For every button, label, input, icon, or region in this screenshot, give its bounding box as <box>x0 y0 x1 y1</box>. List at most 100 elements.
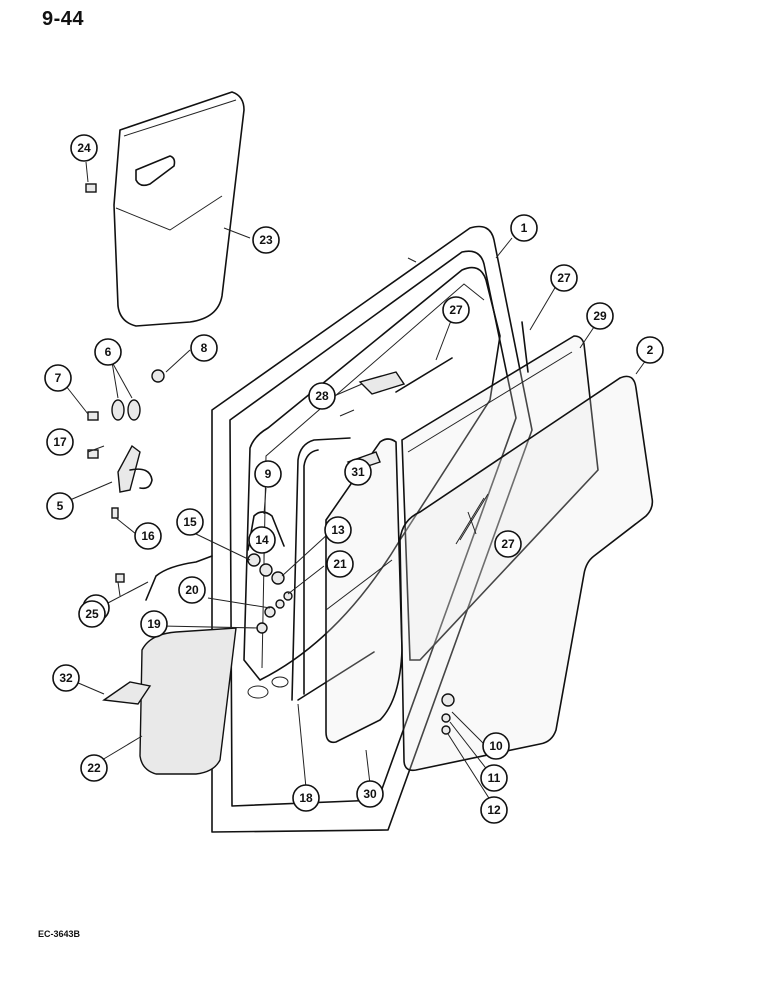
callout-label: 32 <box>59 671 73 685</box>
callout-circle <box>140 610 168 638</box>
callout-27: 27 <box>494 530 522 558</box>
callout-circle <box>176 508 204 536</box>
callout-24: 24 <box>70 134 98 162</box>
callout-label: 15 <box>183 515 197 529</box>
callout-label: 1 <box>521 221 528 235</box>
callout-14: 14 <box>248 526 276 554</box>
part-strip-upper <box>521 321 529 373</box>
callout-22: 22 <box>80 754 108 782</box>
callout-label: 9 <box>265 467 272 481</box>
callout-label: 23 <box>259 233 273 247</box>
callout-2: 2 <box>636 336 664 364</box>
callout-label: 5 <box>57 499 64 513</box>
callout-circle <box>586 302 614 330</box>
callout-circle <box>308 382 336 410</box>
callout-label: 14 <box>255 533 269 547</box>
part-strip-window <box>395 357 453 393</box>
part-main-glass <box>399 375 654 772</box>
part-upper-glass <box>401 335 599 661</box>
callout-17: 17 <box>46 428 74 456</box>
callout-circle <box>190 334 218 362</box>
part-fasteners <box>441 693 455 735</box>
callout-label: 22 <box>87 761 101 775</box>
figure-code: EC-3643B <box>38 929 81 939</box>
part-door-seal <box>291 409 375 701</box>
callout-19: 19 <box>140 610 168 638</box>
callout-circle <box>482 732 510 760</box>
part-prop-rod <box>145 555 213 601</box>
callout-label: 17 <box>53 435 67 449</box>
callout-circle <box>78 600 106 628</box>
callout-circle <box>510 214 538 242</box>
callout-circle <box>178 576 206 604</box>
callout-label: 27 <box>557 271 571 285</box>
callout-5: 5 <box>46 492 74 520</box>
part-hinge-assembly <box>87 369 165 519</box>
callout-31: 31 <box>344 458 372 486</box>
callout-label: 7 <box>55 371 62 385</box>
callout-label: 8 <box>201 341 208 355</box>
callout-23: 23 <box>252 226 280 254</box>
leader-lines <box>65 161 647 807</box>
callout-29: 29 <box>586 302 614 330</box>
callout-16: 16 <box>134 522 162 550</box>
callout-circle <box>46 428 74 456</box>
callout-circle <box>252 226 280 254</box>
part-latch-28 <box>358 371 406 395</box>
callout-1: 1 <box>510 214 538 242</box>
callout-circle <box>480 796 508 824</box>
callout-circle <box>292 784 320 812</box>
callout-28: 28 <box>308 382 336 410</box>
callout-20: 20 <box>178 576 206 604</box>
page-number: 9-44 <box>42 8 85 30</box>
callout-13: 13 <box>324 516 352 544</box>
callout-25: 25 <box>78 600 106 628</box>
callout-27: 27 <box>550 264 578 292</box>
callout-circle <box>52 664 80 692</box>
callout-12: 12 <box>480 796 508 824</box>
callout-label: 29 <box>593 309 607 323</box>
callout-label: 27 <box>449 303 463 317</box>
callout-27: 27 <box>442 296 470 324</box>
callout-label: 24 <box>77 141 91 155</box>
callout-15: 15 <box>176 508 204 536</box>
callout-8: 8 <box>190 334 218 362</box>
callout-label: 18 <box>299 791 313 805</box>
callout-circle <box>46 492 74 520</box>
callout-label: 30 <box>363 787 377 801</box>
callout-label: 19 <box>147 617 161 631</box>
callout-label: 31 <box>351 465 365 479</box>
callout-6: 6 <box>94 338 122 366</box>
callout-10: 10 <box>482 732 510 760</box>
part-lower-glass <box>325 438 403 744</box>
part-door-frame <box>211 225 533 833</box>
part-armrest <box>102 627 237 775</box>
callout-circle <box>326 550 354 578</box>
callout-label: 6 <box>105 345 112 359</box>
callout-30: 30 <box>356 780 384 808</box>
callout-circle <box>44 364 72 392</box>
part-bolt-24 <box>85 183 97 193</box>
callout-label: 28 <box>315 389 329 403</box>
callout-group: 2423127272926872817516931151413212726202… <box>44 134 664 824</box>
callout-label: 25 <box>85 607 99 621</box>
part-bolt-26 <box>115 573 125 583</box>
callout-label: 12 <box>487 803 501 817</box>
part-door-trim-panel <box>113 91 245 327</box>
callout-circle <box>254 460 282 488</box>
callout-label: 27 <box>501 537 515 551</box>
callout-9: 9 <box>254 460 282 488</box>
callout-circle <box>70 134 98 162</box>
callout-circle <box>550 264 578 292</box>
part-lock-components <box>247 553 293 634</box>
callout-circle <box>344 458 372 486</box>
callout-label: 13 <box>331 523 345 537</box>
part-grab-handle <box>247 511 285 551</box>
callout-label: 16 <box>141 529 155 543</box>
callout-circle <box>80 754 108 782</box>
callout-label: 11 <box>488 771 501 785</box>
callout-circle <box>356 780 384 808</box>
callout-circle <box>134 522 162 550</box>
callout-circle <box>636 336 664 364</box>
